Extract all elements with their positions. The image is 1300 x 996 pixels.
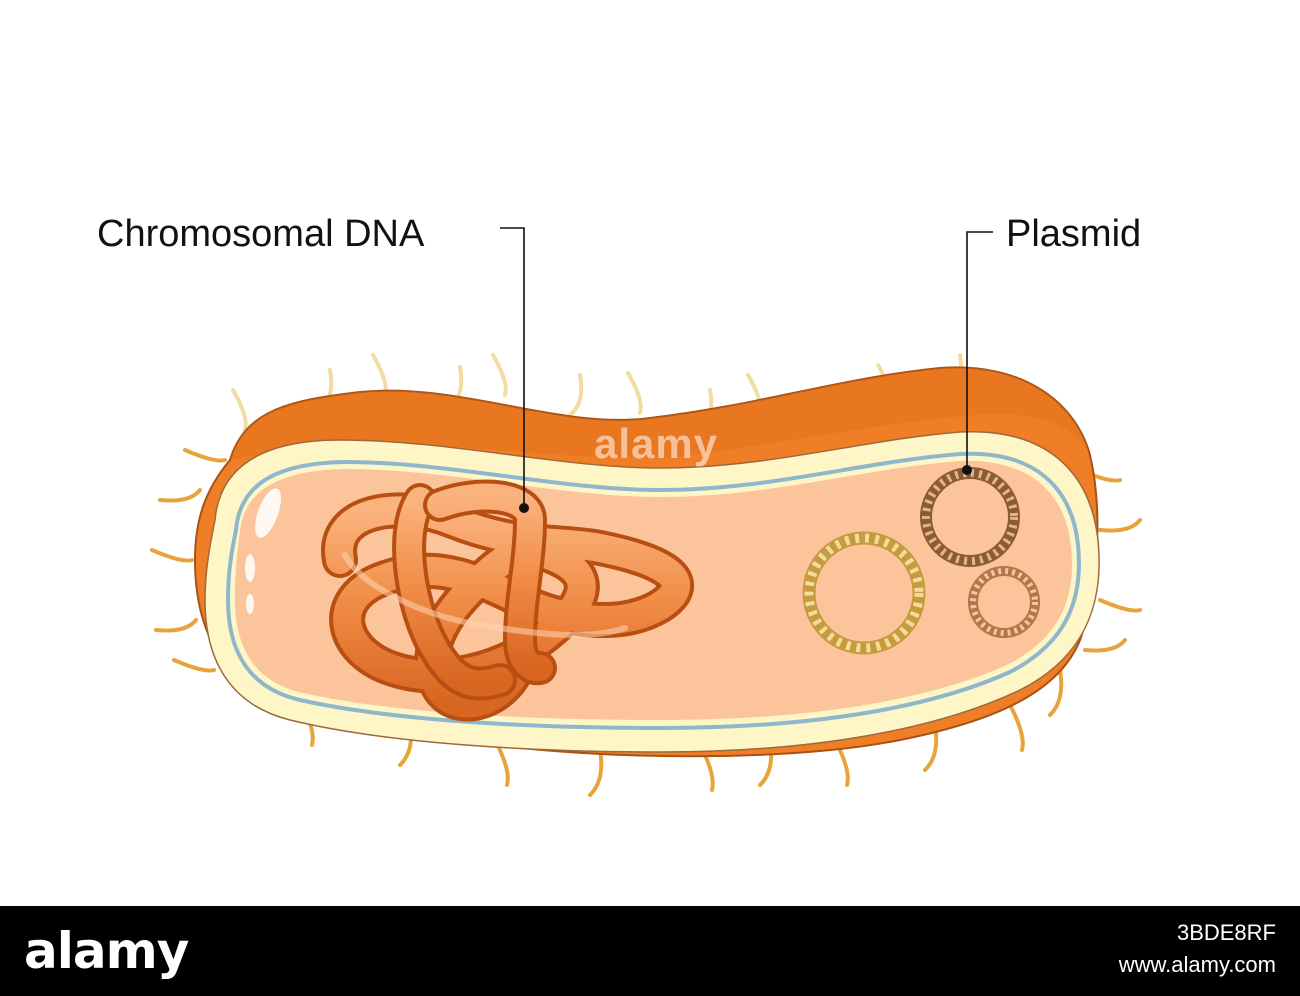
pilus <box>1048 668 1064 717</box>
pilus <box>1098 598 1142 613</box>
pilus <box>158 488 202 503</box>
capsule-rim <box>230 367 1090 460</box>
footer-url: www.alamy.com <box>1118 952 1276 977</box>
pilus <box>371 353 388 397</box>
chromosomal-dna-label: Chromosomal DNA <box>97 213 425 255</box>
footer-logo: alamy <box>24 922 189 980</box>
chromosomal-dna-knot-icon <box>321 479 694 722</box>
watermark-text: alamy <box>594 420 719 467</box>
plasmid-small-icon <box>968 566 1040 638</box>
leader-lines <box>500 227 993 513</box>
plasmid-leader <box>966 231 993 470</box>
pilus <box>1083 638 1127 653</box>
plasmid-large-icon <box>802 531 926 655</box>
pilus <box>626 371 643 415</box>
pilus <box>183 448 227 463</box>
pilus <box>1008 703 1025 752</box>
pilus <box>154 618 198 633</box>
cell-membrane <box>225 451 1081 731</box>
footer-bar: alamy 3BDE8RF www.alamy.com <box>0 906 1300 996</box>
pilus <box>491 353 508 397</box>
pilus <box>1098 518 1142 533</box>
footer-image-id: 3BDE8RF <box>1176 920 1276 945</box>
bacterium-cell-icon <box>150 227 1142 797</box>
highlight <box>245 554 255 582</box>
chromosomal-dna-leader <box>500 227 525 508</box>
plasmid-label: Plasmid <box>1006 213 1142 255</box>
highlight <box>246 594 254 614</box>
pilus <box>568 373 584 417</box>
highlight <box>255 488 281 538</box>
pilus <box>231 388 248 432</box>
pilus <box>172 658 216 673</box>
pilus <box>588 748 604 797</box>
plasmid-leader-dot <box>962 465 972 475</box>
pilus <box>150 548 194 563</box>
chromosomal-dna-leader-dot <box>519 503 529 513</box>
